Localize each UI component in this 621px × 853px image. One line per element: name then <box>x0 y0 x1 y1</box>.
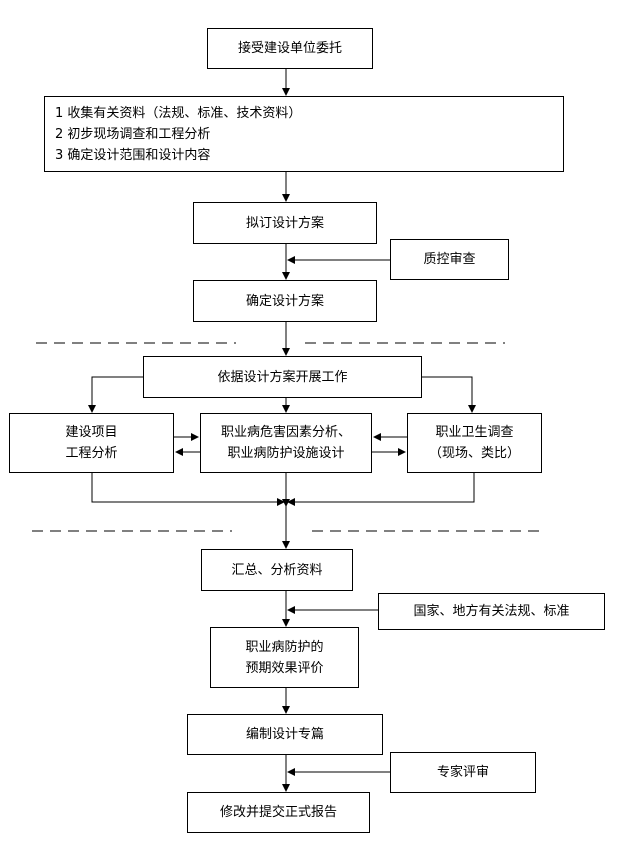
hazard-analysis-line-1: 职业病危害因素分析、 <box>220 425 351 440</box>
merge-left <box>91 473 285 506</box>
compile-special-box: 编制设计专篇 <box>187 714 383 755</box>
quality-review-label: 质控审查 <box>423 252 476 267</box>
collect-info-box: 1 收集有关资料（法规、标准、技术资料） 2 初步现场调查和工程分析 3 确定设… <box>44 96 564 172</box>
carry-out-work-box: 依据设计方案开展工作 <box>143 356 422 398</box>
draft-plan-label: 拟订设计方案 <box>245 215 324 231</box>
carry-out-work-label: 依据设计方案开展工作 <box>217 369 348 385</box>
accept-commission-label: 接受建设单位委托 <box>237 41 342 56</box>
quality-review-box: 质控审查 <box>390 239 509 280</box>
project-analysis-line-1: 建设项目 <box>65 425 118 440</box>
project-analysis-line-2: 工程分析 <box>65 446 118 461</box>
confirm-plan-label: 确定设计方案 <box>245 293 324 309</box>
arrow-work-survey <box>422 376 476 413</box>
arrow-work-project <box>88 376 143 413</box>
expert-review-box: 专家评审 <box>390 752 536 793</box>
merge-right <box>287 473 475 506</box>
draft-plan-box: 拟订设计方案 <box>193 202 377 244</box>
health-survey-line-1: 职业卫生调查 <box>435 425 514 440</box>
collect-step-3: 3 确定设计范围和设计内容 <box>55 147 211 163</box>
health-survey-box: 职业卫生调查 （现场、类比） <box>407 413 542 473</box>
accept-commission-box: 接受建设单位委托 <box>207 28 373 69</box>
effect-evaluation-box: 职业病防护的 预期效果评价 <box>210 627 359 688</box>
effect-evaluation-line-1: 职业病防护的 <box>245 639 324 655</box>
hazard-analysis-line-2: 职业病防护设施设计 <box>227 446 345 461</box>
laws-standards-box: 国家、地方有关法规、标准 <box>378 593 605 630</box>
summary-analysis-box: 汇总、分析资料 <box>201 549 353 591</box>
compile-special-label: 编制设计专篇 <box>245 727 324 742</box>
health-survey-line-2: （现场、类比） <box>428 446 520 461</box>
project-analysis-box: 建设项目 工程分析 <box>9 413 174 473</box>
revise-submit-label: 修改并提交正式报告 <box>219 805 337 820</box>
effect-evaluation-line-2: 预期效果评价 <box>245 660 324 676</box>
expert-review-label: 专家评审 <box>436 765 489 780</box>
laws-standards-label: 国家、地方有关法规、标准 <box>413 604 570 619</box>
collect-step-2: 2 初步现场调查和工程分析 <box>55 126 211 142</box>
summary-analysis-label: 汇总、分析资料 <box>231 562 323 578</box>
hazard-analysis-box: 职业病危害因素分析、 职业病防护设施设计 <box>200 413 372 473</box>
revise-submit-box: 修改并提交正式报告 <box>187 792 370 833</box>
confirm-plan-box: 确定设计方案 <box>193 280 377 322</box>
collect-step-1: 1 收集有关资料（法规、标准、技术资料） <box>55 105 302 121</box>
